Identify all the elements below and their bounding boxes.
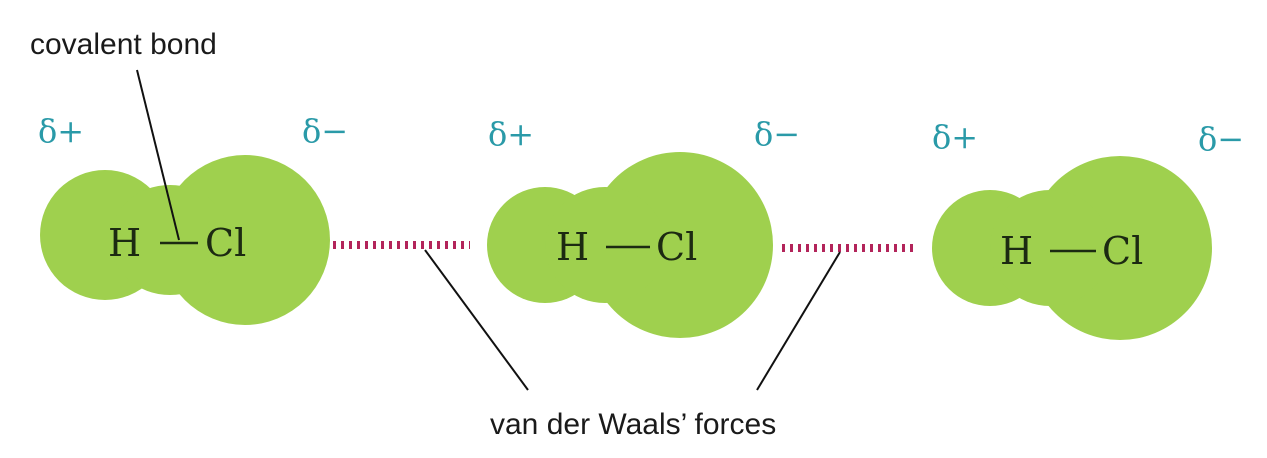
covalent-bond-label: covalent bond: [30, 28, 217, 61]
molecule-3-partial-positive: δ+: [932, 118, 978, 156]
molecule-2-chlorine: Cl: [656, 225, 697, 269]
van-der-waals-label: van der Waals’ forces: [490, 408, 776, 441]
molecule-1-partial-negative: δ−: [302, 112, 348, 150]
molecule-3-partial-negative: δ−: [1198, 120, 1244, 158]
molecule-1-chlorine: Cl: [205, 221, 246, 265]
molecule-1-partial-positive: δ+: [38, 112, 84, 150]
molecule-3-cloud: [932, 156, 1212, 340]
covalent-bond-pointer: [136, 69, 180, 241]
molecule-1-cloud: [40, 155, 330, 325]
molecule-2-hydrogen: H: [556, 225, 589, 269]
molecule-2-partial-positive: δ+: [488, 115, 534, 153]
molecule-2-cloud: [487, 152, 773, 338]
molecule-1-hydrogen: H: [108, 221, 141, 265]
molecule-3-chlorine: Cl: [1102, 229, 1143, 273]
molecule-1: H Cl δ+ δ−: [38, 112, 348, 325]
van-der-waals-pointer-right: [756, 251, 841, 391]
molecule-3: H Cl δ+ δ−: [932, 118, 1244, 340]
van-der-waals-pointer-left: [424, 249, 529, 391]
molecule-3-hydrogen: H: [1000, 229, 1033, 273]
molecule-2: H Cl δ+ δ−: [487, 115, 800, 338]
molecule-2-partial-negative: δ−: [754, 115, 800, 153]
